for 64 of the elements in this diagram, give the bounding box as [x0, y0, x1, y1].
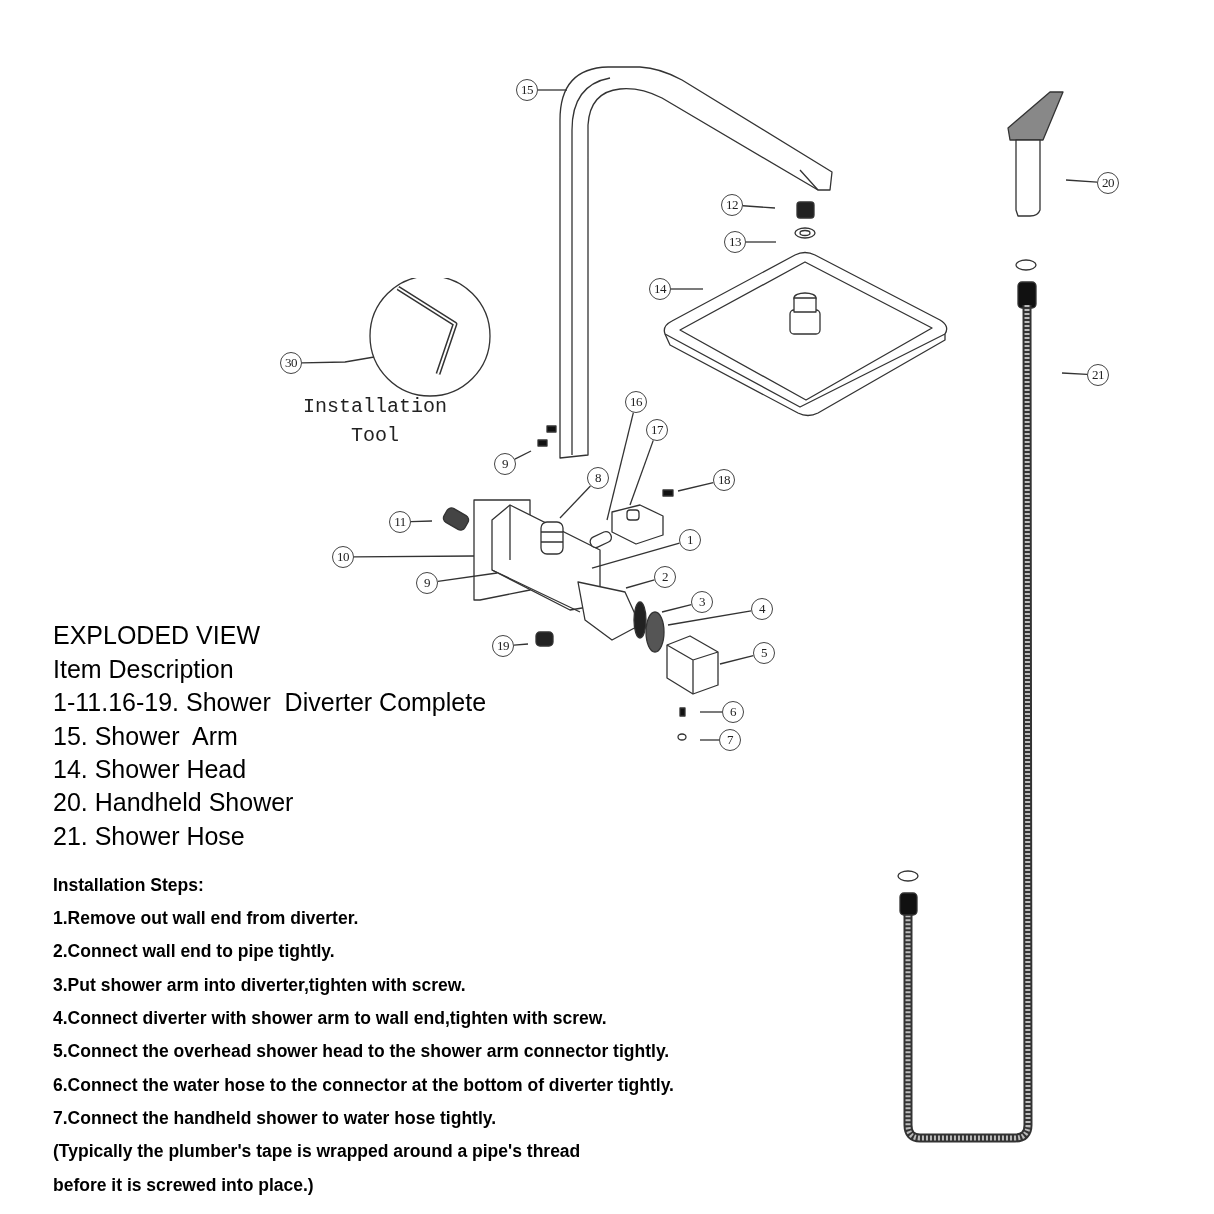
callout-number: 1: [679, 529, 701, 551]
instruction-text: (Typically the plumber's tape is wrapped around a pipe's thread: [53, 1143, 581, 1161]
instruction-text: 1.Remove out wall end from diverter.: [53, 910, 359, 928]
leader-line: [677, 481, 714, 492]
leader-line: [301, 356, 375, 364]
tool-caption: Installation Tool: [302, 394, 448, 449]
callout-number: 10: [332, 546, 354, 568]
callout-number: 12: [721, 194, 743, 216]
callout-number: 9: [416, 572, 438, 594]
leader-line: [629, 439, 654, 506]
callout-number: 21: [1087, 364, 1109, 386]
leader-line: [745, 241, 777, 243]
leader-line: [410, 520, 433, 523]
callout-number: 16: [625, 391, 647, 413]
instruction-text: 6.Connect the water hose to the connector at the bottom of diverter tightly.: [53, 1077, 674, 1095]
callout-number: 5: [753, 642, 775, 664]
item-description: 20. Handheld Shower: [53, 790, 294, 815]
instruction-text: 3.Put shower arm into diverter,tighten with screw.: [53, 977, 466, 995]
leader-line: [699, 739, 720, 741]
item-description: 1-11.16-19. Shower Diverter Complete: [53, 690, 487, 715]
leader-line: [591, 542, 681, 569]
callout-number: 19: [492, 635, 514, 657]
leader-line: [661, 604, 692, 613]
leader-line: [513, 643, 529, 646]
leader-line: [667, 610, 752, 626]
leader-line: [514, 450, 532, 460]
item-description: 14. Shower Head: [53, 757, 247, 782]
leader-line: [1065, 179, 1098, 183]
callout-number: 2: [654, 566, 676, 588]
callout-number: 3: [691, 591, 713, 613]
instruction-text: 5.Connect the overhead shower head to the shower arm connector tightly.: [53, 1043, 670, 1061]
callout-number: 14: [649, 278, 671, 300]
leader-line: [670, 288, 704, 290]
subheading: Installation Steps:: [53, 877, 204, 895]
item-description: 15. Shower Arm: [53, 724, 238, 749]
callout-number: 11: [389, 511, 411, 533]
instruction-text: 4.Connect diverter with shower arm to wall end,tighten with screw.: [53, 1010, 607, 1028]
callout-number: 18: [713, 469, 735, 491]
instruction-text: 7.Connect the handheld shower to water hose tightly.: [53, 1110, 497, 1128]
callout-number: 20: [1097, 172, 1119, 194]
leader-line: [559, 485, 592, 519]
leader-line: [699, 711, 723, 713]
leader-line: [606, 412, 635, 521]
instruction-text: 2.Connect wall end to pipe tightly.: [53, 943, 335, 961]
callout-number: 13: [724, 231, 746, 253]
leader-line: [1061, 372, 1088, 376]
heading: EXPLODED VIEW: [53, 623, 260, 648]
callout-number: 15: [516, 79, 538, 101]
item-description: Item Description: [53, 657, 234, 682]
item-description: 21. Shower Hose: [53, 824, 245, 849]
leader-line: [353, 555, 475, 558]
leader-line: [625, 579, 656, 589]
callout-number: 9: [494, 453, 516, 475]
callout-number: 8: [587, 467, 609, 489]
callout-number: 30: [280, 352, 302, 374]
leader-line: [719, 655, 754, 665]
callout-number: 7: [719, 729, 741, 751]
callout-number: 4: [751, 598, 773, 620]
leader-line: [537, 89, 568, 91]
leader-line: [742, 205, 776, 209]
callout-number: 17: [646, 419, 668, 441]
callout-number: 6: [722, 701, 744, 723]
instruction-text: before it is screwed into place.): [53, 1177, 314, 1195]
leader-line: [437, 572, 498, 583]
